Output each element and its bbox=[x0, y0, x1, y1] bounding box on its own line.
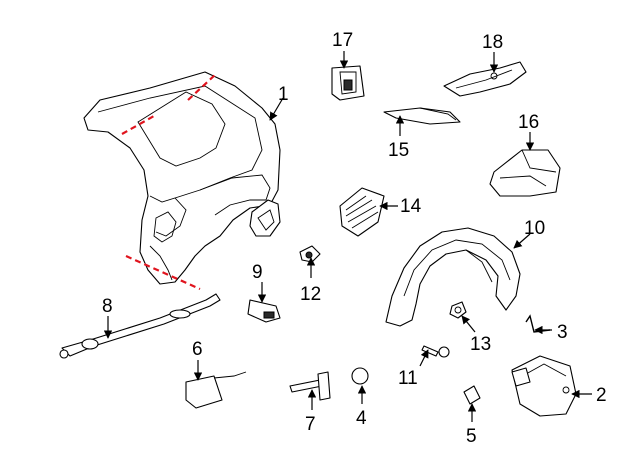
clip-12-part bbox=[299, 245, 321, 263]
callout-4-label: 4 bbox=[356, 408, 367, 429]
callout-7-label: 7 bbox=[305, 414, 316, 435]
callout-9-label: 9 bbox=[252, 262, 263, 283]
callout-6-label: 6 bbox=[192, 339, 203, 360]
strap-8-part bbox=[59, 293, 221, 359]
wheelhouse-liner-10-part bbox=[385, 227, 521, 327]
callout-2-label: 2 bbox=[596, 385, 607, 406]
callout-15-label: 15 bbox=[388, 140, 409, 161]
module-9-part bbox=[247, 299, 281, 323]
callout-13-label: 13 bbox=[470, 334, 491, 355]
screw-11-part bbox=[421, 345, 450, 358]
cut-lines bbox=[121, 73, 217, 291]
fuel-door-2-part bbox=[511, 355, 577, 417]
leader-lines bbox=[103, 51, 592, 422]
bracket-18-part bbox=[443, 61, 527, 97]
callout-18-label: 18 bbox=[482, 32, 503, 53]
callout-3-label: 3 bbox=[557, 322, 568, 343]
quarter-panel-part bbox=[83, 71, 281, 285]
callout-17-label: 17 bbox=[332, 30, 353, 51]
cap-5-part bbox=[463, 385, 481, 405]
bracket-16-part bbox=[489, 149, 561, 197]
callout-1-label: 1 bbox=[278, 84, 289, 105]
nut-13-part bbox=[449, 301, 467, 319]
callout-11-label: 11 bbox=[398, 368, 418, 389]
callout-10-label: 10 bbox=[524, 218, 545, 239]
callout-16-label: 16 bbox=[518, 112, 539, 133]
callout-12-label: 12 bbox=[300, 284, 321, 305]
actuator-6-part bbox=[185, 371, 247, 409]
plug-4-part bbox=[351, 367, 369, 385]
trim-15-part bbox=[383, 107, 461, 125]
callout-14-label: 14 bbox=[400, 196, 422, 217]
vent-14-part bbox=[339, 187, 385, 237]
callout-8-label: 8 bbox=[102, 296, 113, 317]
callout-5-label: 5 bbox=[466, 426, 477, 447]
bracket-17-part bbox=[331, 65, 365, 101]
hinge-pin-7-part bbox=[289, 371, 331, 401]
callout-labels: 1 2 3 4 5 6 7 8 9 10 11 12 13 14 15 16 1… bbox=[102, 30, 607, 447]
